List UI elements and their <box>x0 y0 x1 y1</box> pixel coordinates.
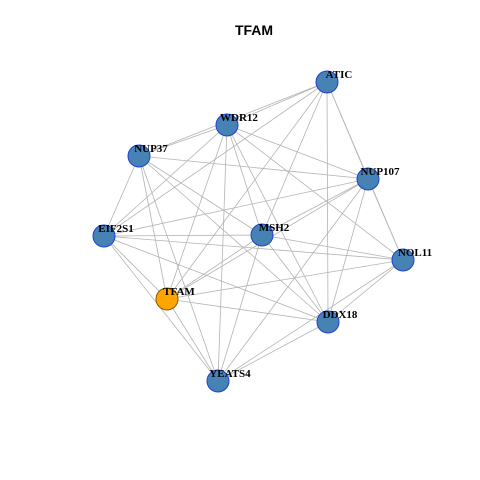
edge-nup37-eif2s1 <box>103 155 140 237</box>
node-label-nup37: NUP37 <box>134 143 168 155</box>
edge-wdr12-nup107 <box>226 124 369 180</box>
edge-wdr12-nup37 <box>138 124 228 157</box>
node-label-nup107: NUP107 <box>360 166 400 178</box>
node-label-tfam: TFAM <box>163 286 195 298</box>
node-nup107[interactable] <box>356 167 380 191</box>
node-ddx18[interactable] <box>316 310 340 334</box>
node-nup37[interactable] <box>127 144 151 168</box>
node-layer <box>92 70 415 393</box>
node-atic[interactable] <box>315 70 339 94</box>
edge-nup37-yeats4 <box>138 155 219 382</box>
edge-eif2s1-ddx18 <box>103 235 329 323</box>
edge-nol11-ddx18 <box>327 259 404 323</box>
edge-wdr12-nol11 <box>226 124 404 261</box>
node-label-yeats4: YEATS4 <box>209 368 251 380</box>
edge-nup107-nol11 <box>367 178 404 261</box>
edge-msh2-yeats4 <box>217 234 263 382</box>
edge-atic-wdr12 <box>226 81 328 126</box>
node-yeats4[interactable] <box>206 369 230 393</box>
edge-tfam-ddx18 <box>166 298 329 323</box>
edge-nup37-tfam <box>138 155 168 300</box>
edge-atic-tfam <box>166 81 328 300</box>
edge-wdr12-eif2s1 <box>103 124 228 237</box>
edge-nup37-ddx18 <box>138 155 329 323</box>
edge-wdr12-ddx18 <box>226 124 329 323</box>
node-label-wdr12: WDR12 <box>220 112 258 124</box>
edge-nup107-yeats4 <box>217 178 369 382</box>
edge-eif2s1-nol11 <box>103 235 404 261</box>
edge-wdr12-msh2 <box>226 124 263 236</box>
edge-atic-msh2 <box>261 81 328 236</box>
node-wdr12[interactable] <box>215 113 239 137</box>
edge-eif2s1-msh2 <box>103 234 263 237</box>
edge-wdr12-tfam <box>166 124 228 300</box>
node-label-eif2s1: EIF2S1 <box>98 223 133 235</box>
edge-tfam-yeats4 <box>166 298 219 382</box>
edge-wdr12-yeats4 <box>217 124 228 382</box>
edge-msh2-ddx18 <box>261 234 329 323</box>
node-eif2s1[interactable] <box>92 224 116 248</box>
node-label-nol11: NOL11 <box>398 247 432 259</box>
edge-layer <box>103 81 404 382</box>
edge-msh2-nol11 <box>261 234 404 261</box>
node-label-msh2: MSH2 <box>259 222 290 234</box>
edge-nol11-yeats4 <box>217 259 404 382</box>
node-label-atic: ATIC <box>326 69 353 81</box>
edge-msh2-tfam <box>166 234 263 300</box>
edge-nup107-eif2s1 <box>103 178 369 237</box>
edge-ddx18-yeats4 <box>217 321 329 382</box>
edge-nup107-msh2 <box>261 178 369 236</box>
edge-nup37-msh2 <box>138 155 263 236</box>
node-msh2[interactable] <box>250 223 274 247</box>
edge-nup37-nup107 <box>138 155 369 180</box>
edge-nol11-tfam <box>166 259 404 300</box>
node-nol11[interactable] <box>391 248 415 272</box>
diagram-title: TFAM <box>235 22 273 38</box>
edge-eif2s1-tfam <box>103 235 168 300</box>
node-tfam[interactable] <box>155 287 179 311</box>
node-label-ddx18: DDX18 <box>323 309 358 321</box>
